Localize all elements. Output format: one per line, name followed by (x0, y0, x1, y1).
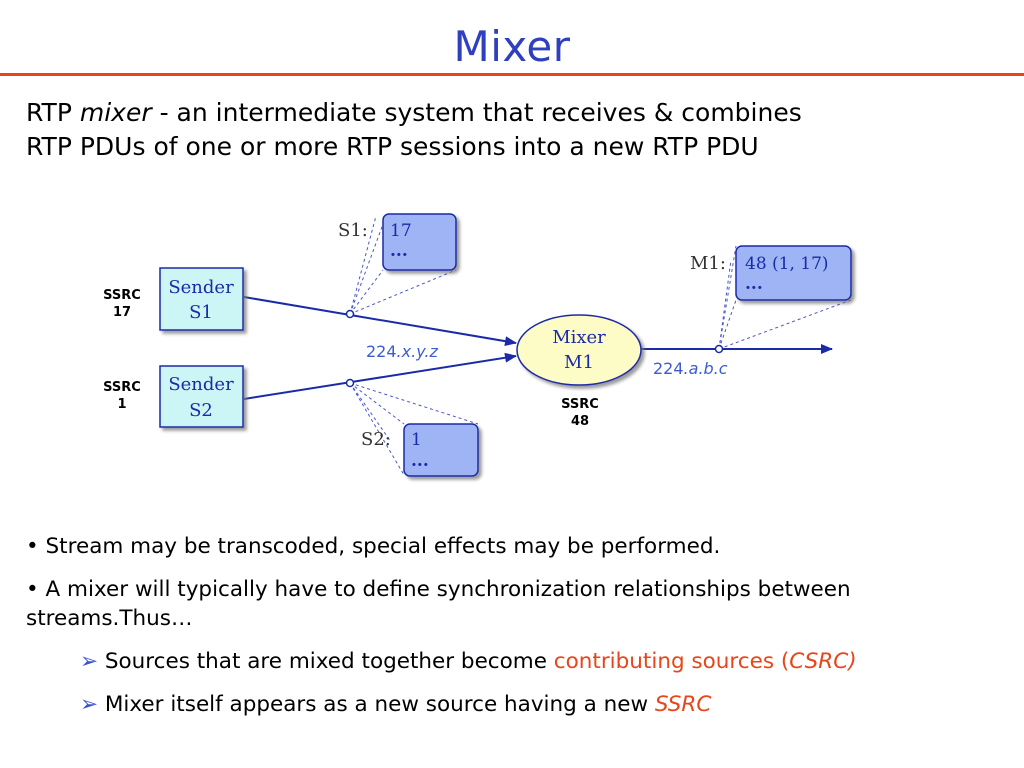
sub-bullet-csrc-text: Sources that are mixed together become (98, 649, 554, 674)
arrow-bullet-icon: ➢ (80, 692, 99, 717)
mixer-ssrc-value: 48 (571, 414, 589, 429)
intro-text-1: RTP (26, 98, 80, 127)
sender-s2-ssrc-label: SSRC (103, 380, 141, 395)
intro-text-2: - an intermediate system that receives &… (151, 98, 802, 127)
bullet-list: • Stream may be transcoded, special effe… (26, 532, 1016, 733)
bullet-transcoding: • Stream may be transcoded, special effe… (26, 534, 721, 559)
mixer-m1-node: Mixer M1 (516, 314, 642, 386)
packet-m1-box: 48 (1, 17) ... (735, 245, 852, 301)
ssrc-term: SSRC (654, 692, 712, 717)
mixer-label: Mixer (552, 327, 606, 348)
packet-m1-more: ... (745, 274, 763, 294)
sender-s1-ssrc-label: SSRC (103, 288, 141, 303)
csrc-term: CSRC) (789, 649, 857, 674)
packet-s1-box: 17 ... (382, 213, 457, 271)
output-address-label: 224.a.b.c (653, 359, 728, 378)
mixer-diagram: Sender S1 SSRC 17 Sender S2 SSRC 1 Mixer… (103, 213, 852, 477)
packet-s1-more: ... (390, 241, 408, 261)
input-address-suffix: .x.y.z (397, 342, 439, 361)
s2-to-mixer-line (243, 352, 517, 400)
packet-s2-ssrc: 1 (411, 430, 422, 450)
sender-s1-ssrc-value: 17 (113, 305, 131, 320)
packet-s2-more: ... (411, 451, 429, 471)
bullet-synchronization: • A mixer will typically have to define … (26, 577, 851, 631)
mixer-id: M1 (564, 352, 594, 373)
sender-s2-id: S2 (189, 400, 213, 421)
output-address-prefix: 224 (653, 359, 684, 378)
sender-s2-box: Sender S2 (159, 365, 244, 428)
packet-s1-tag: S1: (338, 220, 368, 241)
s2-callout-lines (349, 382, 479, 476)
title-underline (0, 73, 1024, 76)
sub-bullet-ssrc-text: Mixer itself appears as a new source hav… (98, 692, 655, 717)
sender-s2-label: Sender (168, 374, 234, 395)
packet-s2-tag: S2: (361, 429, 391, 450)
s1-to-mixer-line (243, 296, 517, 347)
intro-line-2: RTP PDUs of one or more RTP sessions int… (26, 132, 759, 161)
packet-s2-box: 1 ... (403, 423, 479, 477)
packet-s1-ssrc: 17 (390, 221, 412, 241)
sender-s1-box: Sender S1 (159, 267, 244, 331)
sender-s2-ssrc-value: 1 (117, 397, 126, 412)
output-address-suffix: .a.b.c (684, 359, 728, 378)
arrow-bullet-icon: ➢ (80, 649, 99, 674)
intro-definition: RTP mixer - an intermediate system that … (26, 96, 1006, 164)
input-address-prefix: 224 (366, 342, 397, 361)
mixer-ssrc-label: SSRC (561, 397, 599, 412)
packet-m1-ssrc: 48 (1, 17) (745, 254, 829, 274)
csrc-highlight: contributing sources ( (553, 649, 790, 674)
s1-tap-point (345, 309, 355, 319)
packet-m1-tag: M1: (690, 253, 726, 274)
sub-bullet-csrc: ➢ Sources that are mixed together become… (80, 647, 1016, 676)
intro-mixer-term: mixer (79, 98, 152, 127)
s2-tap-point (345, 378, 355, 388)
sender-s1-label: Sender (168, 277, 234, 298)
slide-title: Mixer (453, 22, 571, 71)
m1-tap-point (714, 344, 724, 354)
sender-s1-id: S1 (189, 302, 213, 323)
input-address-label: 224.x.y.z (366, 342, 439, 361)
m1-callout-lines (718, 245, 852, 350)
sub-bullet-ssrc: ➢ Mixer itself appears as a new source h… (80, 690, 1016, 719)
s1-callout-lines (349, 215, 457, 315)
